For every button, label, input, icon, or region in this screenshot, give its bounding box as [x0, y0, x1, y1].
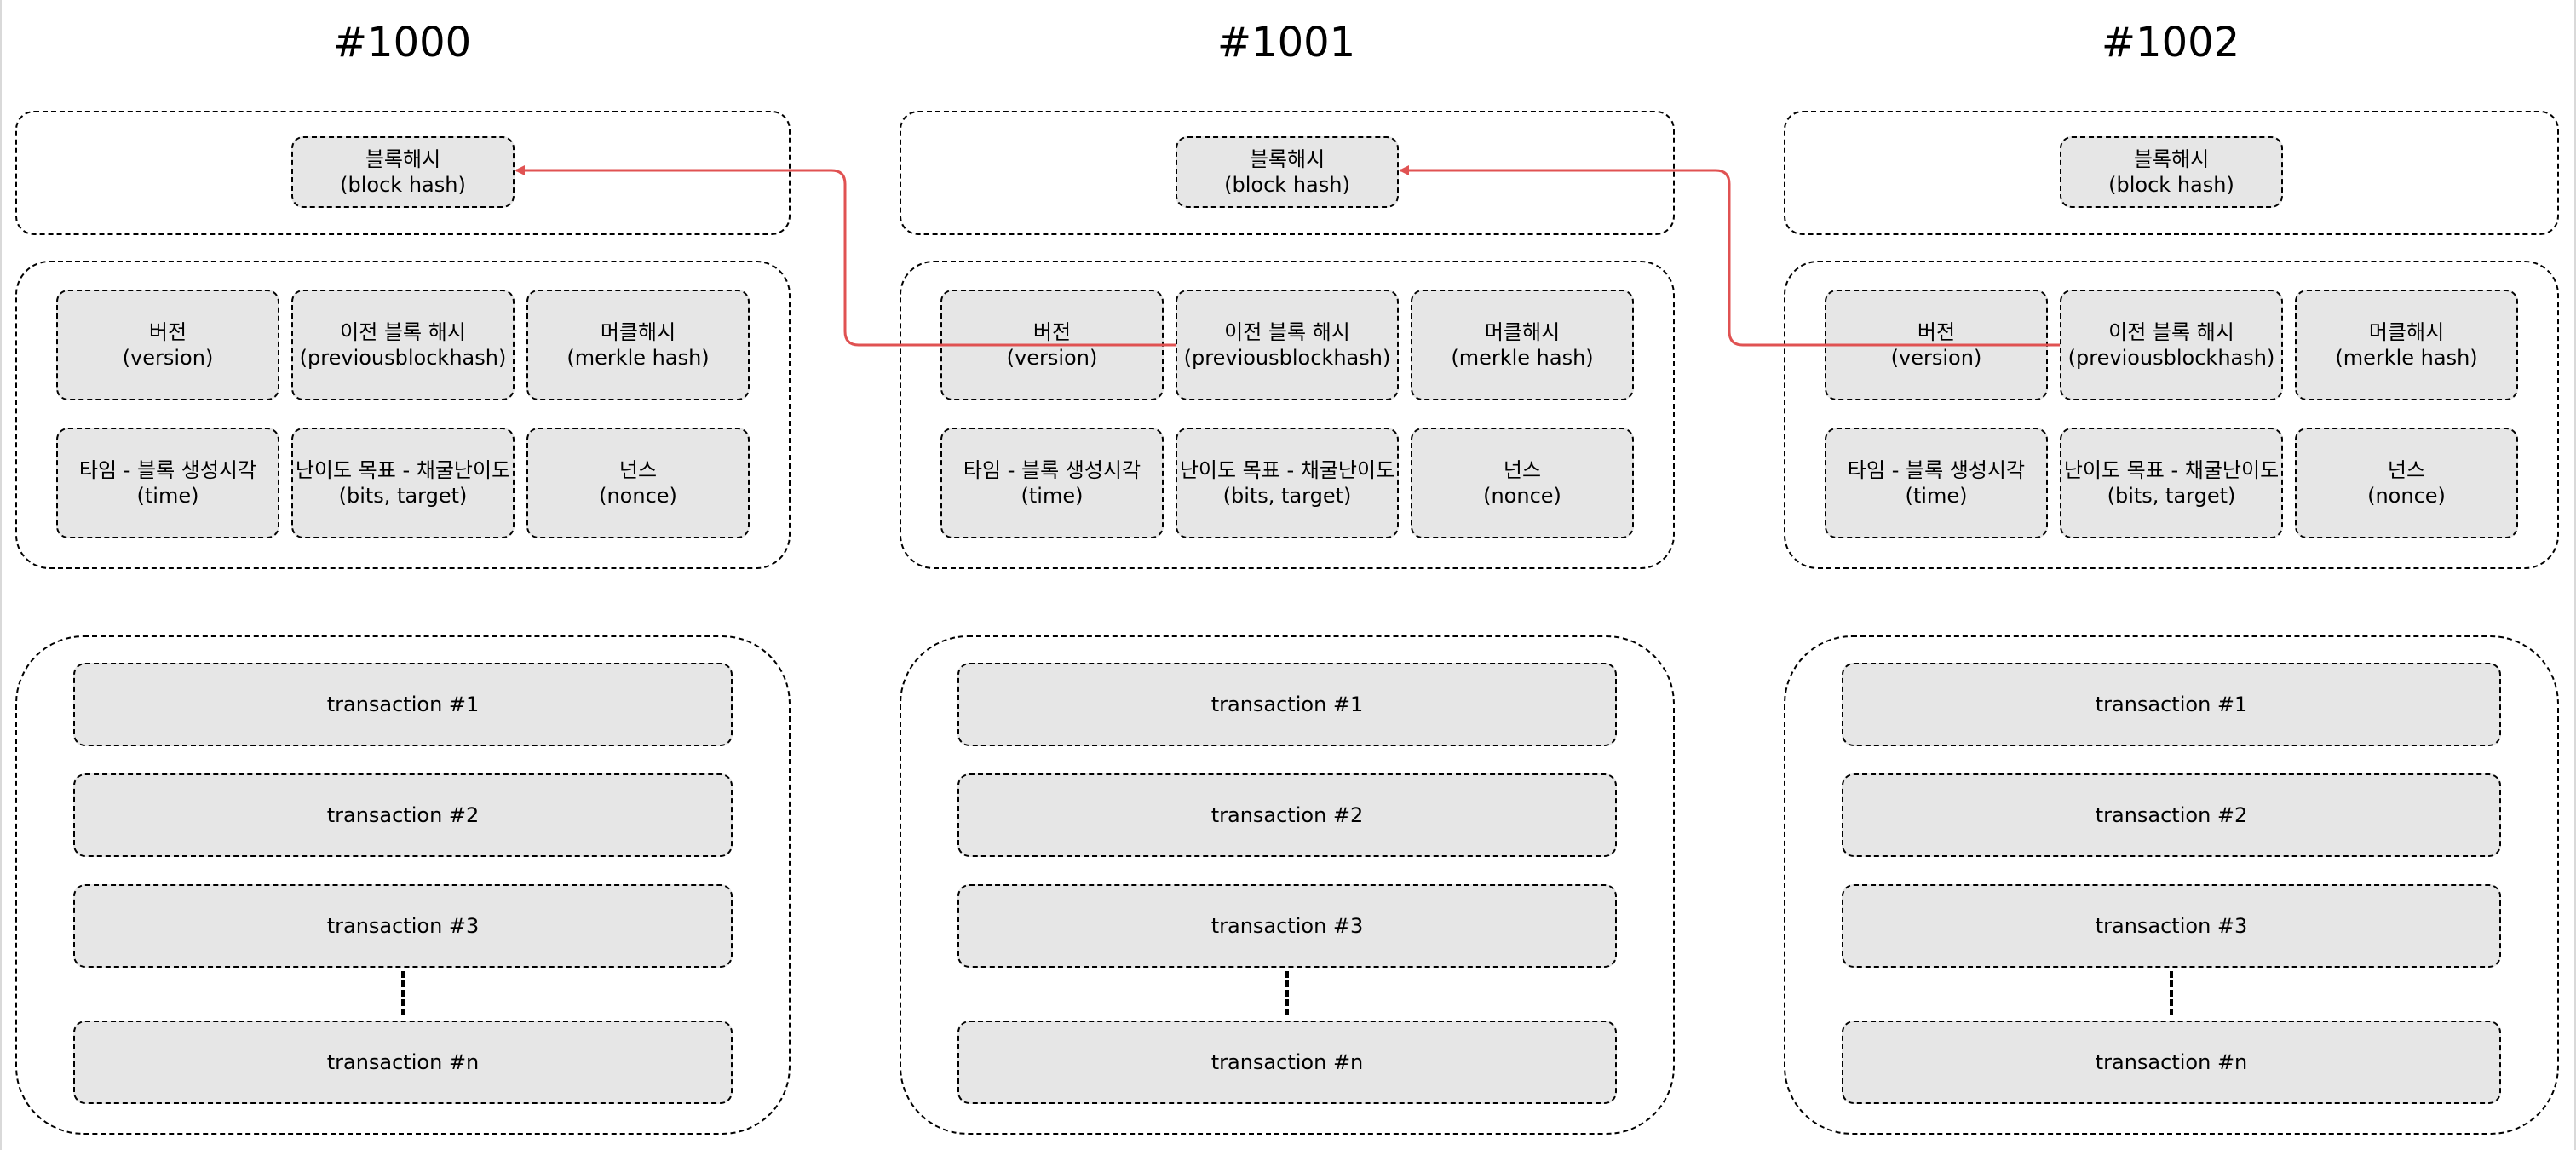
bits-field: 난이도 목표 - 채굴난이도 (bits, target) [291, 428, 515, 538]
transaction-label: transaction #1 [1210, 693, 1364, 716]
transaction-label: transaction #n [326, 1050, 480, 1074]
nonce-label: 넌스 (nonce) [1483, 458, 1561, 508]
time-label: 타임 - 블록 생성시각 (time) [78, 458, 257, 508]
transaction-label: transaction #2 [2095, 803, 2248, 827]
previous-hash-field: 이전 블록 해시 (previousblockhash) [291, 290, 515, 400]
transaction-box: transaction #2 [957, 773, 1617, 857]
block-hash-label: 블록해시 (block hash) [1224, 147, 1350, 197]
time-field: 타임 - 블록 생성시각 (time) [1825, 428, 2048, 538]
block-hash-label: 블록해시 (block hash) [340, 147, 466, 197]
block-hash-box: 블록해시 (block hash) [291, 136, 515, 208]
transaction-label: transaction #2 [326, 803, 480, 827]
version-label: 버전 (version) [1006, 320, 1098, 370]
ellipsis-connector [2170, 971, 2173, 1015]
nonce-field: 넌스 (nonce) [1411, 428, 1634, 538]
previous-hash-label: 이전 블록 해시 (previousblockhash) [1183, 320, 1391, 370]
nonce-field: 넌스 (nonce) [2295, 428, 2518, 538]
previous-hash-label: 이전 블록 해시 (previousblockhash) [299, 320, 507, 370]
transaction-box: transaction #n [1842, 1021, 2501, 1104]
previous-hash-field: 이전 블록 해시 (previousblockhash) [1176, 290, 1399, 400]
transaction-label: transaction #2 [1210, 803, 1364, 827]
merkle-hash-field: 머클해시 (merkle hash) [1411, 290, 1634, 400]
transaction-label: transaction #1 [2095, 693, 2248, 716]
version-field: 버전 (version) [1825, 290, 2048, 400]
block-title: #1002 [2101, 19, 2240, 66]
ellipsis-connector [1285, 971, 1289, 1015]
bits-label: 난이도 목표 - 채굴난이도 (bits, target) [295, 458, 511, 508]
merkle-hash-label: 머클해시 (merkle hash) [566, 320, 710, 370]
transaction-box: transaction #2 [1842, 773, 2501, 857]
transaction-label: transaction #3 [2095, 914, 2248, 938]
nonce-label: 넌스 (nonce) [2367, 458, 2446, 508]
time-label: 타임 - 블록 생성시각 (time) [963, 458, 1141, 508]
transaction-box: transaction #1 [1842, 663, 2501, 746]
nonce-label: 넌스 (nonce) [599, 458, 677, 508]
ellipsis-connector [401, 971, 405, 1015]
merkle-hash-field: 머클해시 (merkle hash) [2295, 290, 2518, 400]
version-field: 버전 (version) [56, 290, 279, 400]
transaction-box: transaction #3 [957, 884, 1617, 968]
time-field: 타임 - 블록 생성시각 (time) [56, 428, 279, 538]
block-hash-box: 블록해시 (block hash) [2060, 136, 2283, 208]
transaction-box: transaction #3 [73, 884, 733, 968]
block-title: #1000 [332, 19, 472, 66]
merkle-hash-label: 머클해시 (merkle hash) [2335, 320, 2478, 370]
previous-hash-label: 이전 블록 해시 (previousblockhash) [2067, 320, 2275, 370]
version-label: 버전 (version) [1890, 320, 1982, 370]
transaction-box: transaction #1 [957, 663, 1617, 746]
transaction-box: transaction #3 [1842, 884, 2501, 968]
transaction-box: transaction #2 [73, 773, 733, 857]
nonce-field: 넌스 (nonce) [526, 428, 750, 538]
transaction-box: transaction #n [957, 1021, 1617, 1104]
transaction-label: transaction #3 [326, 914, 480, 938]
time-label: 타임 - 블록 생성시각 (time) [1847, 458, 2026, 508]
transaction-box: transaction #n [73, 1021, 733, 1104]
transaction-label: transaction #3 [1210, 914, 1364, 938]
transaction-label: transaction #1 [326, 693, 480, 716]
bits-label: 난이도 목표 - 채굴난이도 (bits, target) [1179, 458, 1395, 508]
transaction-box: transaction #1 [73, 663, 733, 746]
bits-label: 난이도 목표 - 채굴난이도 (bits, target) [2063, 458, 2280, 508]
merkle-hash-label: 머클해시 (merkle hash) [1451, 320, 1594, 370]
bits-field: 난이도 목표 - 채굴난이도 (bits, target) [1176, 428, 1399, 538]
previous-hash-field: 이전 블록 해시 (previousblockhash) [2060, 290, 2283, 400]
version-field: 버전 (version) [940, 290, 1164, 400]
merkle-hash-field: 머클해시 (merkle hash) [526, 290, 750, 400]
time-field: 타임 - 블록 생성시각 (time) [940, 428, 1164, 538]
block-hash-box: 블록해시 (block hash) [1176, 136, 1399, 208]
transaction-label: transaction #n [2095, 1050, 2248, 1074]
bits-field: 난이도 목표 - 채굴난이도 (bits, target) [2060, 428, 2283, 538]
block-hash-label: 블록해시 (block hash) [2108, 147, 2234, 197]
transaction-label: transaction #n [1210, 1050, 1364, 1074]
block-title: #1001 [1216, 19, 1356, 66]
version-label: 버전 (version) [122, 320, 214, 370]
